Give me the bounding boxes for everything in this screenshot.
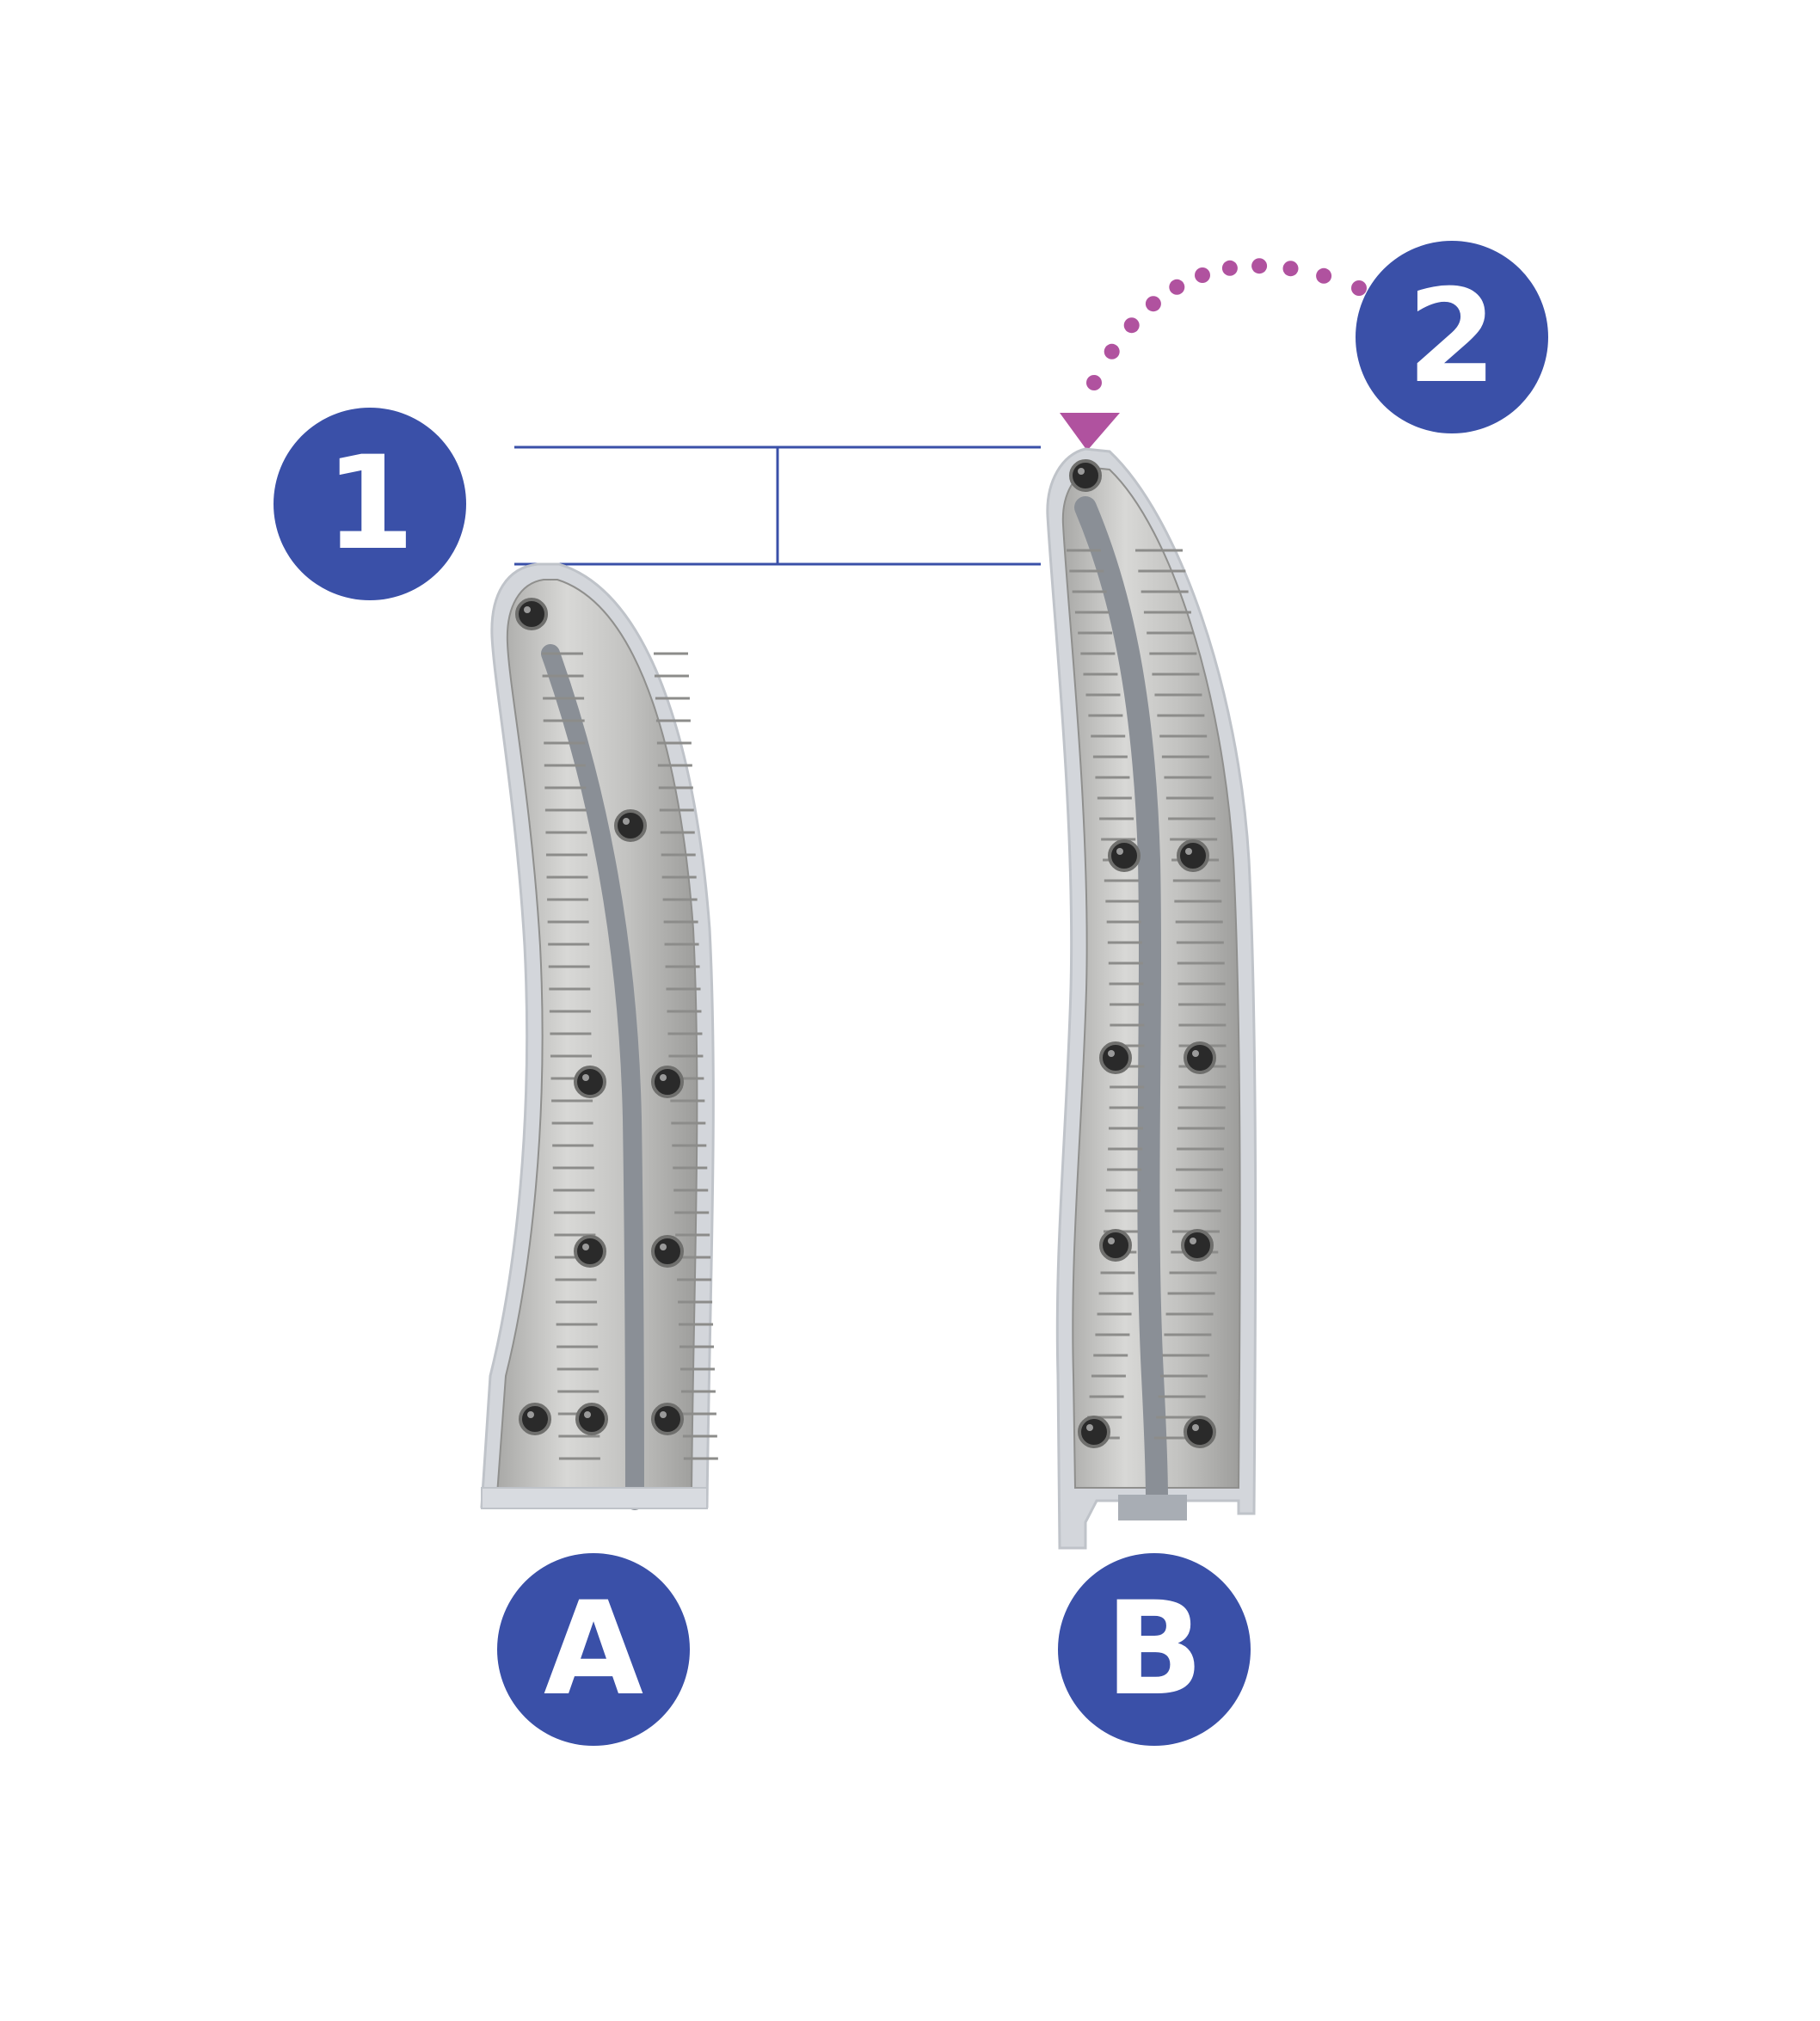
handle-b-screw xyxy=(1078,1416,1110,1448)
handle-a-screw-glint xyxy=(527,1411,534,1418)
handle-a-screw xyxy=(651,1403,684,1435)
handle-b-screw xyxy=(1181,1229,1214,1262)
handle-a xyxy=(480,562,718,1510)
handle-a-screw-glint xyxy=(584,1411,591,1418)
handle-b-screw xyxy=(1177,839,1209,872)
handle-a-tab xyxy=(481,1487,708,1509)
arrow-dot xyxy=(1086,375,1102,390)
measurement-bracket xyxy=(514,445,1041,566)
handle-b-screw xyxy=(1108,839,1141,872)
badge-part-b-label: B xyxy=(1105,1575,1203,1724)
handle-b xyxy=(1046,447,1257,1550)
handle-a-screw xyxy=(519,1403,551,1435)
handle-a-screw-glint xyxy=(660,1074,667,1081)
handle-a-screw-glint xyxy=(524,606,531,613)
handle-a-channel xyxy=(541,644,644,1510)
arrow-dot xyxy=(1195,267,1210,283)
badge-part-a: A xyxy=(497,1553,690,1746)
handle-a-liner xyxy=(495,579,698,1496)
badge-part-b: B xyxy=(1058,1553,1251,1746)
arrow-dot xyxy=(1351,280,1367,296)
handle-a-screw-glint xyxy=(660,1244,667,1250)
arrow-head xyxy=(1060,413,1120,451)
handle-b-channel xyxy=(1074,496,1168,1512)
dotted-curved-arrow-icon xyxy=(1060,258,1367,451)
handle-b-screw xyxy=(1184,1041,1216,1074)
handle-b-screw xyxy=(1099,1229,1132,1262)
handle-a-screw xyxy=(614,809,647,842)
badge-step-2-label: 2 xyxy=(1407,262,1497,412)
badge-step-1-label: 1 xyxy=(325,429,415,579)
handle-a-screw-glint xyxy=(660,1411,667,1418)
arrow-dot xyxy=(1145,296,1161,312)
arrow-dot xyxy=(1282,261,1299,277)
handle-a-screw xyxy=(651,1235,684,1268)
handle-b-screw xyxy=(1099,1041,1132,1074)
handle-b-screw-glint xyxy=(1108,1238,1115,1244)
handle-a-screw xyxy=(651,1066,684,1098)
arrow-dot xyxy=(1104,343,1120,359)
handle-b-screw-glint xyxy=(1086,1424,1093,1431)
arrow-dot xyxy=(1123,317,1140,334)
handle-a-screw-glint xyxy=(582,1074,589,1081)
handle-b-screw-glint xyxy=(1192,1050,1199,1057)
badge-step-2: 2 xyxy=(1356,241,1548,433)
handle-a-screw-glint xyxy=(623,818,630,825)
handle-b-screw xyxy=(1184,1416,1216,1448)
handle-a-screw xyxy=(575,1403,608,1435)
handle-b-screw-glint xyxy=(1108,1050,1115,1057)
handle-b-screw-glint xyxy=(1190,1238,1196,1244)
handle-b-screw-glint xyxy=(1116,848,1123,855)
badge-step-1: 1 xyxy=(274,408,466,600)
arrow-dot xyxy=(1251,258,1268,274)
arrow-dot xyxy=(1221,260,1238,276)
handle-a-screw xyxy=(515,598,548,630)
arrow-dot xyxy=(1316,267,1332,284)
badge-part-a-label: A xyxy=(544,1575,643,1724)
handle-b-notch xyxy=(1118,1495,1187,1520)
handle-a-screw xyxy=(574,1066,606,1098)
handle-b-screw-glint xyxy=(1078,468,1085,475)
handle-a-screw xyxy=(574,1235,606,1268)
handle-a-screw-glint xyxy=(582,1244,589,1250)
handle-b-screw-glint xyxy=(1192,1424,1199,1431)
arrow-dot xyxy=(1169,279,1185,295)
handle-b-screw-glint xyxy=(1185,848,1192,855)
handle-b-screw xyxy=(1069,459,1102,492)
